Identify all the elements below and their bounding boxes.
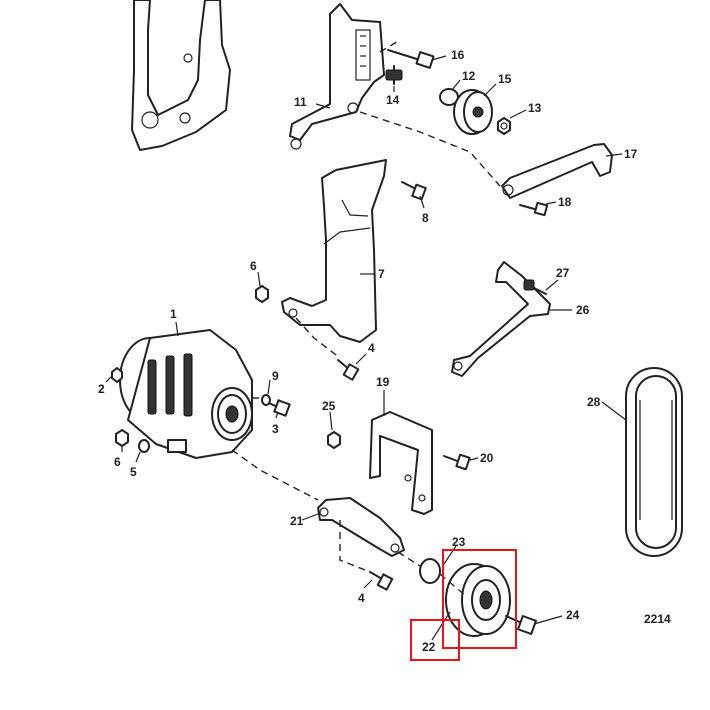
callout-4-top: 4 — [368, 341, 375, 355]
idler-pulley-22 — [445, 563, 511, 637]
highlight-boxes — [410, 549, 517, 661]
callout-20: 20 — [480, 451, 494, 465]
callout-13: 13 — [528, 101, 542, 115]
callout-7: 7 — [378, 267, 385, 281]
nut-6-left — [115, 429, 129, 447]
mounting-plate — [131, 0, 231, 151]
callout-9: 9 — [272, 369, 279, 383]
bolt-18 — [519, 201, 549, 217]
nut-13 — [497, 117, 511, 135]
strap-17 — [501, 143, 613, 199]
assembly-lines — [231, 39, 501, 597]
callout-17: 17 — [624, 147, 638, 161]
bracket-26 — [451, 261, 551, 377]
callout-5: 5 — [130, 465, 137, 479]
callout-2: 2 — [98, 382, 105, 396]
drive-belt-28 — [625, 367, 683, 557]
bolt-3 — [261, 394, 291, 417]
callout-24: 24 — [566, 608, 580, 622]
callout-15: 15 — [498, 72, 512, 86]
callout-23: 23 — [452, 535, 466, 549]
callout-19: 19 — [376, 375, 390, 389]
bolt-20 — [443, 453, 471, 471]
nut-6-top — [255, 285, 269, 303]
bolt-8 — [401, 181, 427, 201]
highlight-box-callout-22 — [410, 619, 460, 661]
callout-14: 14 — [386, 93, 400, 107]
nut-25 — [327, 431, 341, 449]
callout-6-left: 6 — [114, 455, 121, 469]
bolt-24 — [505, 615, 537, 635]
diagram-id: 2214 — [644, 612, 671, 626]
bracket-11 — [289, 3, 385, 150]
callout-18: 18 — [558, 195, 572, 209]
bolt-4-top — [337, 359, 360, 381]
callout-8: 8 — [422, 211, 429, 225]
callout-26: 26 — [576, 303, 590, 317]
callout-3: 3 — [272, 422, 279, 436]
callout-22: 22 — [422, 640, 436, 654]
bracket-7 — [281, 159, 387, 343]
callout-11: 11 — [294, 95, 307, 109]
leader-lines — [105, 55, 627, 641]
callout-12: 12 — [462, 69, 476, 83]
bracket-19 — [369, 411, 433, 515]
highlight-box-pulley — [442, 549, 517, 649]
bolt-16 — [387, 49, 435, 69]
callout-21: 21 — [290, 514, 304, 528]
callout-labels: 11 16 14 12 15 13 17 18 8 7 6 4 1 2 9 3 … — [98, 48, 671, 654]
callout-28: 28 — [587, 395, 601, 409]
nut-2 — [111, 367, 123, 383]
callout-25: 25 — [322, 399, 336, 413]
callout-16: 16 — [451, 48, 465, 62]
alternator-1 — [119, 329, 253, 459]
spacer-23 — [419, 558, 441, 584]
pulley-15 — [453, 89, 493, 135]
washer-5 — [138, 439, 150, 453]
callout-6-top: 6 — [250, 259, 257, 273]
callout-4-bottom: 4 — [358, 591, 365, 605]
bolt-14 — [385, 65, 403, 85]
bolt-4-bottom — [369, 571, 394, 591]
bolt-27 — [523, 279, 547, 295]
callout-27: 27 — [556, 266, 570, 280]
callout-1: 1 — [170, 307, 177, 321]
bracket-21 — [317, 497, 405, 557]
